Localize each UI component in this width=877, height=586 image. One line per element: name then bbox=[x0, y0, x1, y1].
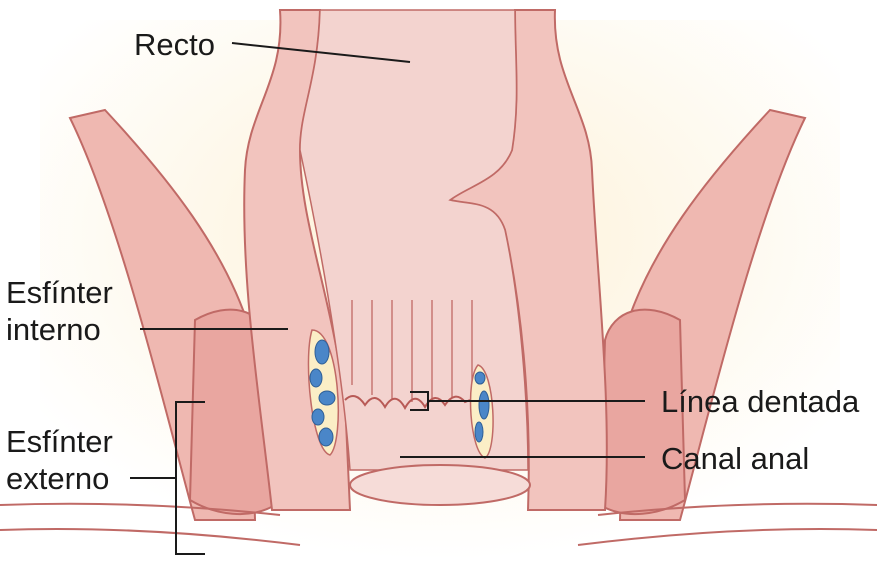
right-hemorrhoidal-veins bbox=[474, 371, 490, 443]
anal-verge bbox=[349, 464, 531, 506]
recto-pointer bbox=[231, 42, 411, 63]
anal-columns bbox=[351, 300, 473, 402]
label-esfinter-interno-2: interno bbox=[6, 312, 101, 347]
label-esfinter-externo-2: externo bbox=[6, 461, 110, 496]
label-esfinter-interno-1: Esfínter bbox=[6, 275, 113, 310]
label-esfinter-externo-1: Esfínter bbox=[6, 424, 113, 459]
label-recto: Recto bbox=[134, 27, 215, 62]
label-linea-dentada: Línea dentada bbox=[661, 384, 860, 419]
left-hemorrhoidal-veins bbox=[309, 339, 336, 447]
label-canal-anal: Canal anal bbox=[661, 441, 810, 476]
dentate-line bbox=[344, 395, 471, 411]
pointer-lines bbox=[130, 42, 645, 555]
rectal-lumen bbox=[299, 9, 529, 471]
perineal-skin bbox=[0, 502, 877, 546]
